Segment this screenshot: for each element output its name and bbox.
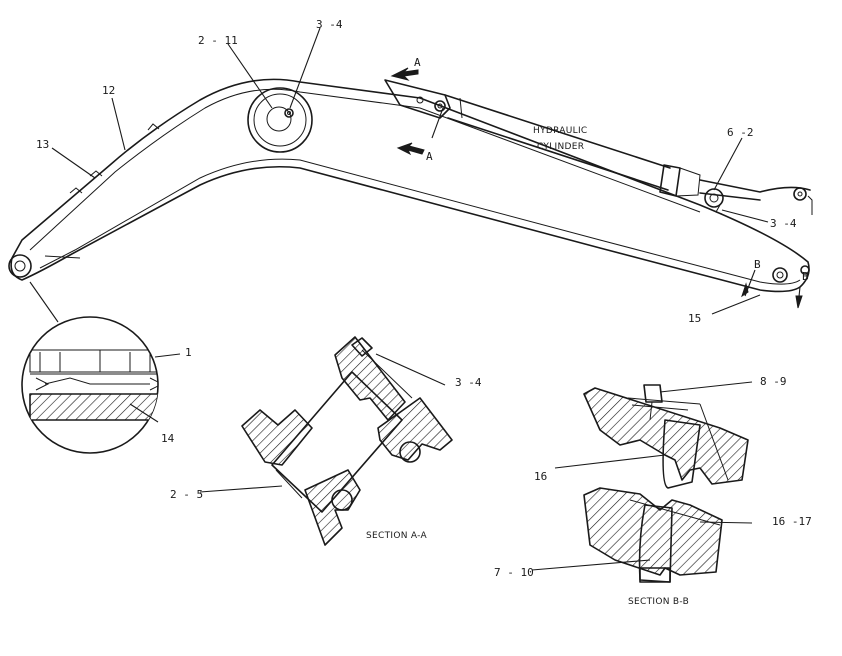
- section-a-pin: [271, 371, 403, 513]
- label-12: 12: [102, 84, 115, 97]
- label-13: 13: [36, 138, 49, 151]
- boom-body: [10, 78, 810, 293]
- section-b-caption: SECTION B-B: [628, 597, 689, 607]
- label-3-4-section: 3 -4: [455, 376, 482, 389]
- section-b-arrow-left: [741, 282, 749, 298]
- section-a-cutline: [390, 67, 444, 156]
- label-3-4-right: 3 -4: [770, 217, 797, 230]
- label-1: 1: [185, 346, 192, 359]
- cylinder-mount-boss: [247, 87, 313, 153]
- leader-lines: [51, 27, 769, 571]
- boom-tip-pin: [772, 265, 810, 283]
- label-6-2: 6 -2: [727, 126, 754, 139]
- label-b-left: B: [754, 258, 761, 271]
- label-16-17: 16 -17: [772, 515, 812, 528]
- boom-outline: [10, 78, 810, 293]
- label-2-11: 2 - 11: [198, 34, 238, 47]
- section-b-view: [583, 384, 749, 583]
- label-cylinder: CYLINDER: [537, 142, 584, 152]
- label-8-9: 8 -9: [760, 375, 787, 388]
- section-b-arrow-right: [795, 295, 803, 309]
- label-a-bottom: A: [426, 150, 433, 163]
- section-a-view: [241, 336, 453, 546]
- label-14: 14: [161, 432, 175, 445]
- label-b-right: B: [802, 270, 809, 283]
- label-2-5: 2 - 5: [170, 488, 203, 501]
- section-b-bolt: [643, 384, 663, 403]
- section-b-cutline: [741, 269, 803, 309]
- label-16: 16: [534, 470, 547, 483]
- label-a-top: A: [414, 56, 421, 69]
- section-a-arrow-top: [390, 67, 419, 81]
- section-a-caption: SECTION A-A: [366, 531, 428, 541]
- boom-foot-pin: [8, 254, 32, 278]
- label-15: 15: [688, 312, 701, 325]
- section-a-arrow-bottom: [396, 142, 425, 156]
- callout-labels: 2 - 11 3 -4 12 13 A A HYDRAULIC CYLINDER…: [36, 18, 812, 607]
- label-7-10: 7 - 10: [494, 566, 534, 579]
- label-hydraulic: HYDRAULIC: [533, 126, 587, 136]
- hydraulic-cylinder: [384, 79, 813, 215]
- detail-circle: [21, 281, 159, 454]
- label-3-4-top: 3 -4: [316, 18, 343, 31]
